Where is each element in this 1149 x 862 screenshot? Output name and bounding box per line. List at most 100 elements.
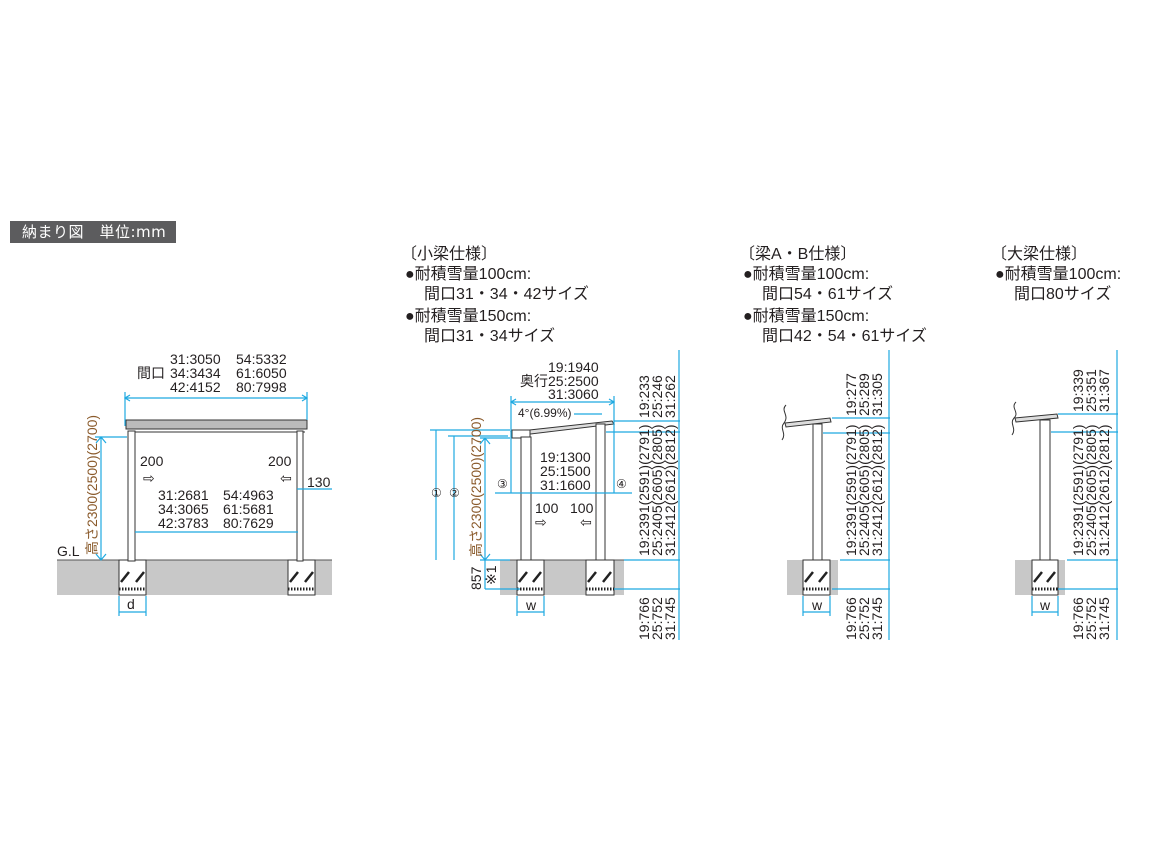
mid-value: 31:2412(2612)(2812) [869, 424, 885, 556]
top-value: 31:367 [1096, 369, 1112, 412]
top-value: 19:339 [1070, 369, 1086, 412]
front-view: 31:3050 54:5332 間口 34:3434 61:6050 42:41… [57, 351, 332, 616]
offset-left: 200 [140, 453, 164, 469]
spec-oohari: 〔大梁仕様〕 ●耐積雪量100cm: 間口80サイズ [991, 245, 1121, 303]
spec-kobari: 〔小梁仕様〕 ●耐積雪量100cm: 間口31・34・42サイズ ●耐積雪量15… [401, 245, 589, 345]
post-left [127, 430, 136, 562]
arrow-left-icon: ⇦ [280, 470, 292, 486]
mid-value: 31:2412(2612)(2812) [662, 424, 678, 556]
spec-title: 〔大梁仕様〕 [991, 245, 1087, 263]
beam [1014, 413, 1059, 423]
offset-right: 100 [570, 500, 594, 516]
post-left [520, 436, 532, 561]
marker-1: ① [431, 486, 442, 500]
slope-label: 4°(6.99%) [518, 406, 572, 420]
depth-value: 25:2500 [548, 373, 599, 389]
spec-line: 間口31・34サイズ [424, 327, 555, 345]
width-value: 54:5332 [236, 351, 287, 367]
width-value: 31:3050 [170, 351, 221, 367]
inner-value: 80:7629 [223, 515, 274, 531]
spec-title: 〔小梁仕様〕 [401, 245, 497, 263]
spec-line: ●耐積雪量100cm: [743, 265, 869, 283]
roof [125, 419, 308, 430]
spec-line: ●耐積雪量150cm: [405, 307, 531, 325]
spec-line: 間口42・54・61サイズ [762, 327, 927, 345]
mid-value: 25:2405(2605)(2805) [649, 424, 665, 556]
footing-label: w [1039, 597, 1051, 613]
width-label: 間口 [137, 365, 165, 381]
top-value: 31:262 [662, 375, 678, 418]
spec-line: ●耐積雪量100cm: [405, 265, 531, 283]
top-value: 25:351 [1083, 369, 1099, 412]
height-label: 高さ2300(2500)(2700) [84, 415, 100, 555]
marker-4: ④ [616, 477, 627, 491]
width-value: 61:6050 [236, 365, 287, 381]
depth-value: 19:1940 [548, 359, 599, 375]
top-value: 25:289 [856, 373, 872, 416]
spec-line: 間口31・34・42サイズ [424, 285, 589, 303]
top-value: 19:277 [843, 373, 859, 416]
top-value: 31:305 [869, 373, 885, 416]
inner-value: 54:4963 [223, 487, 274, 503]
bottom-value: 31:745 [662, 597, 678, 640]
spec-line: 間口80サイズ [1014, 285, 1111, 303]
depth-label: 奥行 [520, 373, 548, 389]
spec-hari-ab: 〔梁A・B仕様〕 ●耐積雪量100cm: 間口54・61サイズ ●耐積雪量150… [739, 245, 927, 345]
arrow-left-icon: ⇦ [580, 514, 592, 530]
footing-label: d [127, 596, 135, 612]
marker-2: ② [449, 486, 460, 500]
footing-label: w [525, 597, 537, 613]
mid-value: 19:2391(2591)(2791) [843, 424, 859, 556]
spec-line: 間口54・61サイズ [762, 285, 893, 303]
post [1039, 419, 1051, 561]
width-dimension [123, 392, 309, 426]
width-value: 42:4152 [170, 379, 221, 395]
inner-value: 34:3065 [158, 501, 209, 517]
beam-ab-view: w 19:277 25:289 31:305 19:2391(2591)(279… [781, 350, 890, 640]
section-header: 納まり図 単位:mm [10, 221, 176, 243]
bottom-value: 31:745 [869, 597, 885, 640]
post-depth: 130 [307, 474, 331, 490]
arrow-right-icon: ⇨ [535, 514, 547, 530]
top-value: 19:233 [636, 375, 652, 418]
mid-value: 19:2391(2591)(2791) [636, 424, 652, 556]
height-dimension [95, 436, 127, 561]
inner-value: 31:1600 [540, 477, 591, 493]
mid-value: 25:2405(2605)(2805) [1083, 424, 1099, 556]
offset-right: 200 [268, 453, 292, 469]
inner-value: 31:2681 [158, 487, 209, 503]
post-right [296, 430, 304, 562]
depth-value: 31:3060 [548, 386, 599, 402]
arrow-right-icon: ⇨ [143, 470, 155, 486]
bottom-value: 19:766 [843, 597, 859, 640]
inner-value: 61:5681 [223, 501, 274, 517]
bottom-value: 19:766 [636, 597, 652, 640]
bottom-value: 25:752 [1083, 597, 1099, 640]
top-value: 25:246 [649, 375, 665, 418]
width-value: 80:7998 [236, 379, 287, 395]
spec-line: ●耐積雪量100cm: [995, 265, 1121, 283]
bottom-value: 25:752 [649, 597, 665, 640]
beam [784, 417, 832, 428]
side-view: 19:1940 奥行 25:2500 31:3060 4°(6.99%) ① ②… [430, 350, 680, 640]
embed-label: 857 [468, 566, 484, 590]
inner-value: 25:1500 [540, 463, 591, 479]
bottom-value: 19:766 [1070, 597, 1086, 640]
post [812, 423, 823, 561]
mid-value: 31:2412(2612)(2812) [1096, 424, 1112, 556]
bottom-value: 31:745 [1096, 597, 1112, 640]
width-value: 34:3434 [170, 365, 221, 381]
break-line-icon [781, 404, 787, 441]
inner-value: 42:3783 [158, 515, 209, 531]
mid-value: 25:2405(2605)(2805) [856, 424, 872, 556]
offset-left: 100 [535, 500, 559, 516]
marker-3: ③ [497, 477, 508, 491]
height-label: 高さ2300(2500)(2700) [468, 417, 484, 557]
bottom-value: 25:752 [856, 597, 872, 640]
footing-label: w [811, 597, 823, 613]
spec-title: 〔梁A・B仕様〕 [739, 245, 856, 263]
mid-value: 19:2391(2591)(2791) [1070, 424, 1086, 556]
post-right [595, 423, 606, 561]
large-beam-view: w 19:339 25:351 31:367 19:2391(2591)(279… [1011, 350, 1118, 640]
